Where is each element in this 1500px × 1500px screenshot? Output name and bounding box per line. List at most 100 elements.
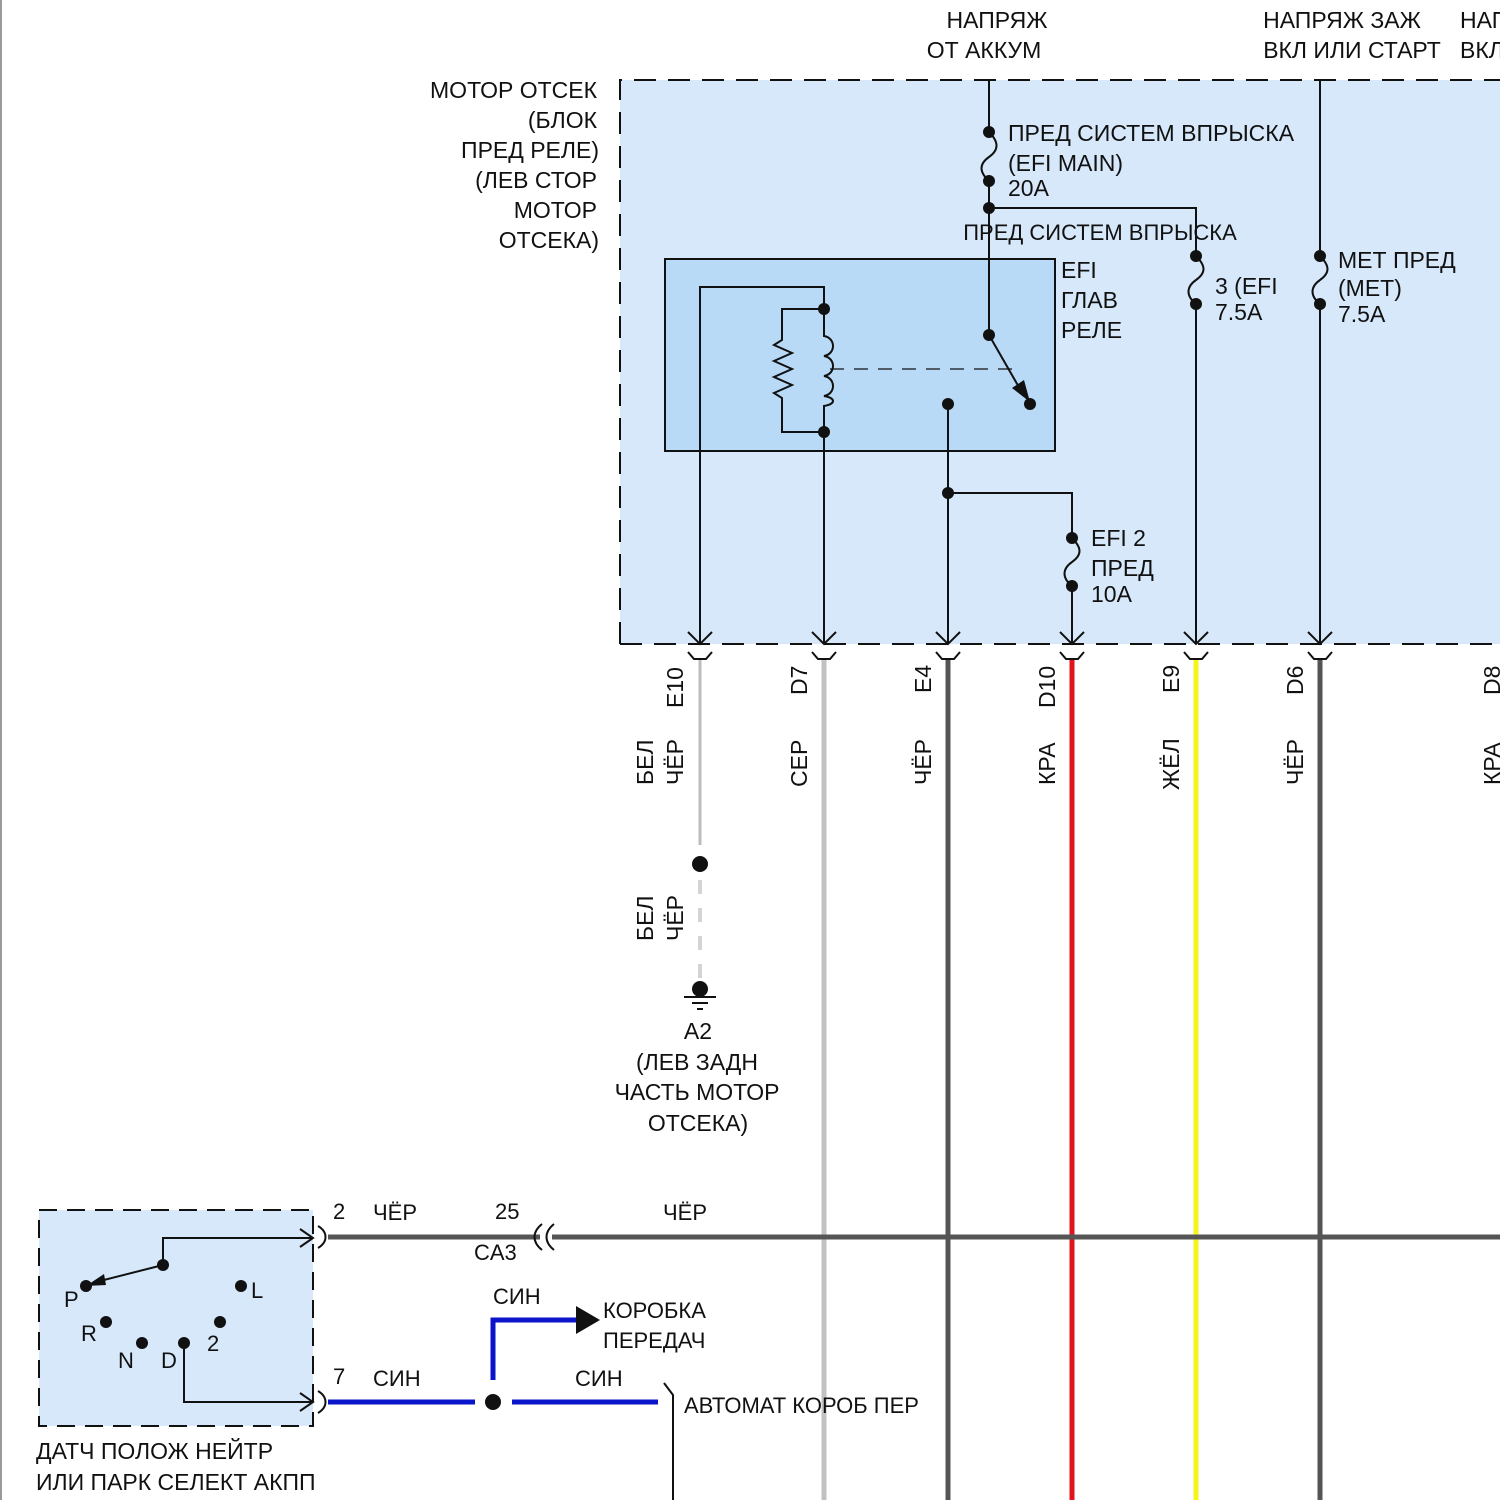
ground-wire-color: ЧЁР bbox=[662, 895, 688, 941]
junction-dot bbox=[983, 202, 995, 214]
efi3-feed-wire bbox=[989, 207, 1197, 256]
engine-title-line: ОТСЕКА) bbox=[499, 227, 599, 253]
junction-dot bbox=[1190, 250, 1202, 262]
connector-pin-e4: E4 bbox=[910, 665, 936, 693]
sensor-switch bbox=[95, 1228, 315, 1412]
ground-label-line: (ЛЕВ ЗАДН bbox=[636, 1049, 758, 1075]
splice-dot bbox=[485, 1394, 501, 1410]
junction-dot bbox=[1066, 532, 1078, 544]
auto-trans-connector-icon bbox=[663, 1382, 674, 1500]
connector-socket-icon bbox=[687, 651, 713, 660]
connector-socket-icon bbox=[1059, 651, 1085, 660]
junction-dot bbox=[983, 175, 995, 187]
sensor-contacts bbox=[80, 1259, 247, 1349]
internal-wiring bbox=[699, 80, 1329, 644]
battery-label-line1: НАПРЯЖ bbox=[947, 7, 1048, 33]
ignition2-label-line2: ВКЛ bbox=[1460, 37, 1500, 63]
wire-color-label: СИН bbox=[493, 1284, 541, 1309]
contact-dot-p bbox=[80, 1280, 92, 1292]
junction-dot bbox=[1066, 580, 1078, 592]
junction-dot bbox=[818, 426, 830, 438]
sensor-position-labels: P R N D 2 L bbox=[64, 1278, 263, 1373]
relay-switch-arrow-icon bbox=[1012, 380, 1030, 402]
met-fuse-label: МЕТ ПРЕД (МЕТ) 7.5A bbox=[1338, 247, 1456, 327]
ground-label-line: ОТСЕКА) bbox=[648, 1110, 748, 1136]
connector-pin-d8: D8 bbox=[1479, 666, 1500, 695]
connector-arrow-icon bbox=[1307, 631, 1333, 646]
wire-color-label: ЧЁР bbox=[373, 1200, 417, 1225]
external-wires bbox=[698, 660, 1323, 1500]
ignition-voltage-label-2: НАП ВКЛ bbox=[1460, 7, 1500, 63]
junction-dot bbox=[1314, 250, 1326, 262]
battery-voltage-label: НАПРЯЖ ОТ АККУМ bbox=[927, 7, 1048, 63]
connector-color: КРА bbox=[1479, 742, 1500, 785]
fuse-label-line: 3 (EFI bbox=[1215, 273, 1278, 299]
ground-point-dot bbox=[692, 981, 708, 997]
junction-dot bbox=[983, 126, 995, 138]
wire-color-label: ЧЁР bbox=[663, 1200, 707, 1225]
connector-color: ЧЁР bbox=[1282, 739, 1308, 785]
contact-dot-2 bbox=[214, 1316, 226, 1328]
battery-label-line2: ОТ АККУМ bbox=[927, 37, 1042, 63]
splice-pin-label: 25 bbox=[495, 1199, 519, 1224]
connector-pin-d6: D6 bbox=[1282, 666, 1308, 695]
efi2-fuse-icon bbox=[1063, 537, 1081, 587]
fuse-label-line: ПРЕД СИСТЕМ ВПРЫСКА bbox=[963, 220, 1237, 245]
splice-dot bbox=[692, 856, 708, 872]
met-fuse-icon bbox=[1311, 255, 1329, 305]
connector-pin-e9: E9 bbox=[1158, 665, 1184, 693]
ground-wire-color: БЕЛ bbox=[632, 895, 658, 941]
fuse-label-line: МЕТ ПРЕД bbox=[1338, 247, 1456, 273]
ground-label-line: ЧАСТЬ МОТОР bbox=[615, 1079, 780, 1105]
connector-pin7-icon bbox=[317, 1390, 327, 1414]
wire-color-label: СИН bbox=[373, 1366, 421, 1391]
connector-color: ЧЁР bbox=[662, 739, 688, 785]
sensor-d-wire bbox=[183, 1343, 313, 1403]
engine-box-title: МОТОР ОТСЕК (БЛОК ПРЕД РЕЛЕ) (ЛЕВ СТОР М… bbox=[430, 77, 599, 253]
relay-label-line: ГЛАВ bbox=[1061, 287, 1118, 313]
connector-color: КРА bbox=[1034, 742, 1060, 785]
auto-trans-label: АВТОМАТ КОРОБ ПЕР bbox=[684, 1393, 919, 1418]
connector-color: ЖЁЛ bbox=[1158, 738, 1184, 790]
fuse-label-line: 7.5A bbox=[1215, 299, 1263, 325]
fuse-label-line: 20A bbox=[1008, 175, 1050, 201]
engine-title-line: ПРЕД РЕЛЕ) bbox=[461, 137, 599, 163]
relay-label: EFI ГЛАВ РЕЛЕ bbox=[1061, 257, 1122, 343]
junction-dot bbox=[1314, 298, 1326, 310]
sensor-pin7-arrow-icon bbox=[299, 1392, 315, 1412]
transmission-label: КОРОБКА bbox=[603, 1298, 706, 1323]
contact-dot-r bbox=[100, 1316, 112, 1328]
position-label-l: L bbox=[251, 1278, 263, 1303]
efi3-fuse-icon bbox=[1187, 255, 1205, 305]
transmission-arrow-icon bbox=[576, 1306, 600, 1334]
ignition2-label-line1: НАП bbox=[1460, 7, 1500, 33]
relay-coil-icon bbox=[823, 309, 834, 432]
junction-dot bbox=[983, 329, 995, 341]
pin-label-2: 2 bbox=[333, 1199, 345, 1224]
connector-arrow-icon bbox=[935, 631, 961, 646]
sensor-title-line: ДАТЧ ПОЛОЖ НЕЙТР bbox=[36, 1437, 273, 1464]
junction-dot bbox=[1024, 398, 1036, 410]
efi-main-fuse-icon bbox=[980, 131, 998, 182]
efi3-fuse-label: ПРЕД СИСТЕМ ВПРЫСКА 3 (EFI 7.5A bbox=[963, 220, 1277, 325]
sensor-common-wire bbox=[162, 1237, 313, 1265]
splice-ca3-icon bbox=[533, 1223, 555, 1251]
connector-pin-d10: D10 bbox=[1034, 666, 1060, 708]
pin-label-7: 7 bbox=[333, 1364, 345, 1389]
transmission-label: ПЕРЕДАЧ bbox=[603, 1328, 705, 1353]
sensor-title: ДАТЧ ПОЛОЖ НЕЙТР ИЛИ ПАРК СЕЛЕКТ АКПП bbox=[36, 1437, 316, 1495]
position-label-n: N bbox=[118, 1348, 134, 1373]
neutral-park-sensor-box bbox=[38, 1209, 314, 1427]
junction-dot bbox=[1190, 298, 1202, 310]
connector-pin-d7: D7 bbox=[786, 666, 812, 695]
position-label-p: P bbox=[64, 1287, 79, 1312]
engine-title-line: МОТОР bbox=[514, 197, 597, 223]
ignition-voltage-label: НАПРЯЖ ЗАЖ ВКЛ ИЛИ СТАРТ bbox=[1263, 7, 1441, 63]
connector-arrow-icon bbox=[1183, 631, 1209, 646]
relay-label-line: РЕЛЕ bbox=[1061, 317, 1122, 343]
connector-labels: E10 БЕЛ ЧЁР D7 СЕР E4 ЧЁР D10 КРА E9 ЖЁЛ… bbox=[632, 665, 1500, 790]
contact-dot-l bbox=[235, 1280, 247, 1292]
connector-arrow-icon bbox=[811, 631, 837, 646]
ground-label-line: A2 bbox=[684, 1018, 712, 1044]
junction-dot bbox=[818, 303, 830, 315]
